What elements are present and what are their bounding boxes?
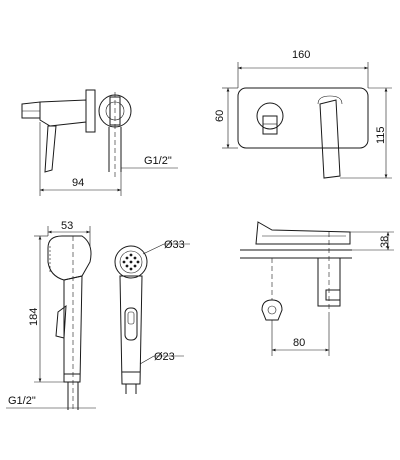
trigger-front: [124, 307, 138, 341]
sprayer-side-view: 53 184 G1/2": [6, 220, 96, 412]
diverter-knob: [256, 102, 284, 130]
thread-label-top: G1/2": [144, 155, 172, 167]
front-view-plate: 160 60 115: [214, 49, 392, 179]
wall-plate: [85, 89, 96, 133]
sprayer-front-view: Ø33 Ø23: [114, 239, 190, 394]
dim-184-label: 184: [28, 308, 40, 326]
sprayer-front-handle: [119, 275, 143, 385]
mixer-top: [255, 221, 351, 245]
sprayer-head: [47, 235, 92, 281]
mixer-body: [39, 99, 87, 127]
side-view-mixer: 94 G1/2": [21, 89, 178, 196]
plan-view: 38 80: [240, 221, 394, 356]
dim-94-label: 94: [72, 177, 84, 189]
dim-d23-label: Ø23: [154, 351, 175, 363]
spray-head-face: [114, 245, 148, 279]
dim-115-label: 115: [375, 126, 387, 144]
dim-60-label: 60: [214, 110, 226, 122]
dim-160-label: 160: [292, 49, 310, 61]
thread-label-bottom: G1/2": [8, 395, 36, 407]
lever-handle: [44, 125, 57, 173]
dim-53-label: 53: [61, 220, 73, 232]
sprayer-holder: [261, 299, 283, 321]
front-plate: [237, 87, 369, 149]
sprayer-handle: [63, 275, 83, 383]
sprayer-trigger: [55, 304, 67, 339]
front-lever: [319, 99, 341, 179]
spout: [21, 101, 41, 119]
dim-38-label: 38: [379, 236, 391, 248]
dim-80-label: 80: [293, 337, 305, 349]
dim-d33-label: Ø33: [164, 239, 185, 251]
spray-holes: [122, 253, 140, 271]
